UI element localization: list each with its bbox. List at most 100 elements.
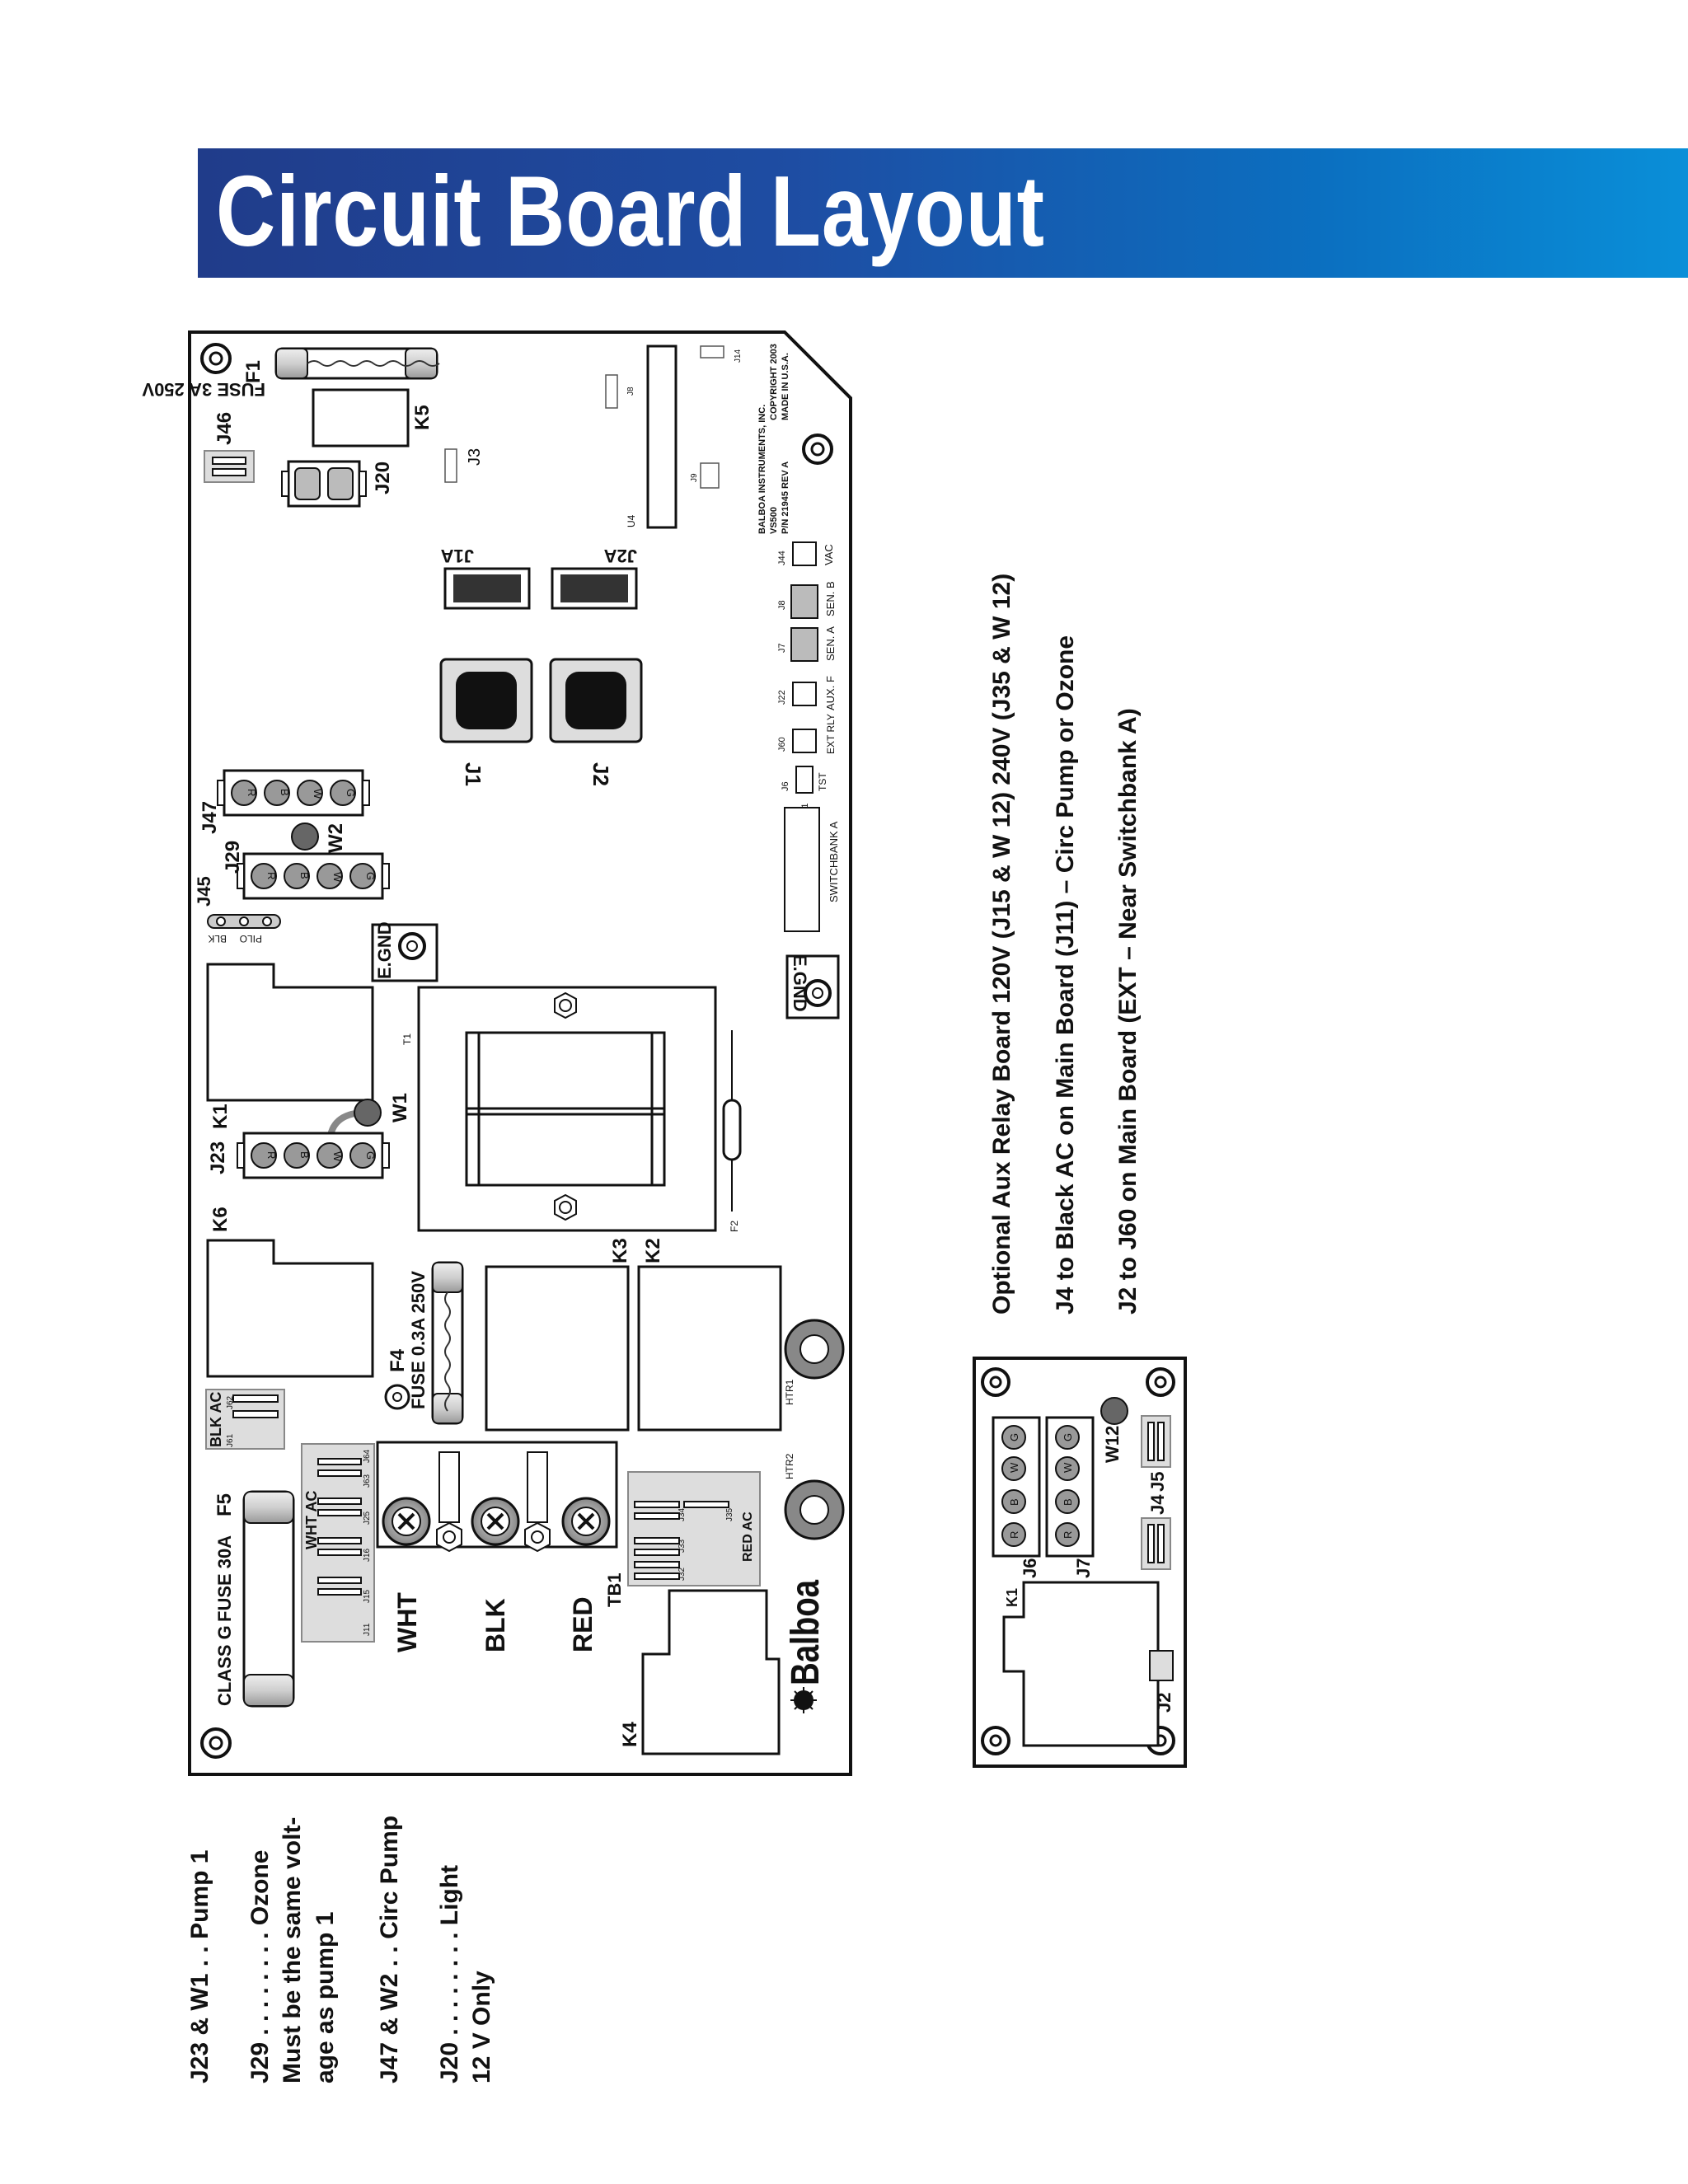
blk-terminal-label: BLK [481,1598,510,1652]
legend-j20: J20 . . . . . . . . Light [436,1865,463,2083]
red-term-j34: J34 [678,1507,687,1521]
aux-f-label: AUX. F [824,676,837,710]
aux-j6-pin-w: W [1008,1462,1020,1473]
terminal-block-tb1 [376,1441,618,1553]
red-terminal-label: RED [568,1596,598,1652]
aux-connector-j6 [992,1416,1041,1558]
page-title: Circuit Board Layout [216,155,1045,267]
f4-label: F4 [387,1348,409,1372]
f1-label: F1 [242,360,265,383]
k2-label: K2 [642,1238,664,1263]
aux-relay-k1 [1002,1581,1160,1747]
switchbank-a [784,807,820,932]
aux-connector-j2 [1149,1650,1174,1681]
ext-rly-label: EXT RLY [825,714,837,754]
relay-k2 [637,1265,782,1432]
balboa-brand: Balboa [784,1579,828,1685]
wht-term-j15: J15 [363,1589,372,1603]
connector-j8 [790,584,818,619]
j8-small-label: J8 [626,387,635,396]
k5-label: K5 [411,405,434,430]
balboa-info-line1: BALBOA INSTRUMENTS, INC. [757,405,767,534]
blk-ac-block [205,1389,285,1450]
aux-j7-pin-r: R [1062,1531,1074,1539]
sen-b-label: SEN. B [824,581,837,616]
connector-j3 [444,448,457,483]
mounting-hole [200,343,232,374]
balboa-info-line3: P/N 21945 REV A [781,462,790,534]
wht-term-j64: J64 [363,1449,372,1463]
red-ac-label: RED AC [741,1511,755,1562]
aux-j6-pin-g: G [1008,1433,1020,1441]
aux-j6-label: J6 [1020,1558,1040,1578]
red-term-j32: J32 [678,1567,687,1581]
fuse-f4 [431,1261,464,1425]
fuse-f1 [274,347,440,380]
w1-label: W1 [389,1093,411,1122]
blk-ac-label: BLK AC [208,1392,224,1447]
aux-board: G W B R J6 G W B R J7 W12 J5 [973,1357,1187,1768]
j47-pin-g: G [345,789,357,797]
u4-label: U4 [626,514,637,527]
fuse-f5-label: FUSE 30A [214,1535,235,1622]
connector-j20 [281,460,367,508]
jack-j1 [439,658,533,743]
legend-j23: J23 & W1 . . Pump 1 [186,1850,213,2083]
egnd-right [785,954,840,1019]
aux-j6-pin-r: R [1008,1531,1020,1539]
terminal-w1 [354,1099,382,1127]
aux-connector-j7 [1045,1416,1095,1558]
egnd-left [371,923,438,982]
balboa-info-line2: VS500 [769,507,779,534]
wht-ac-label: WHT AC [303,1491,320,1549]
note-j4: J4 to Black AC on Main Board (J11) – Cir… [1052,635,1079,1315]
egnd-right-label: E.GND [790,954,810,1012]
terminal-w2 [291,823,319,851]
j47-pin-b: B [279,789,291,796]
mounting-hole [200,1727,232,1759]
connector-j60 [792,729,817,753]
w2-label: W2 [325,823,347,853]
aux-w12-label: W12 [1102,1426,1123,1463]
j29-pin-w: W [331,872,344,883]
relay-k3 [485,1265,630,1432]
k6-label: K6 [209,1207,232,1232]
mounting-hole [802,434,833,465]
j44-label: J44 [777,551,787,565]
fuse-f5 [242,1490,295,1708]
sen-a-label: SEN. A [824,626,837,661]
title-banner: Circuit Board Layout [198,148,1688,278]
j47-pin-r: R [246,789,258,796]
tb1-label: TB1 [604,1572,625,1607]
switchbank-label: SWITCHBANK A [828,821,840,902]
relay-k5 [312,388,410,448]
fuse-f4-label: FUSE 0.3A 250V [408,1271,429,1409]
j1-label: J1 [461,762,485,786]
aux-j4-label: J4 [1147,1494,1168,1515]
tst-label: TST [817,772,828,791]
mounting-hole [981,1367,1010,1397]
j29-pin-g: G [364,872,377,880]
f5-label: F5 [213,1493,236,1516]
j23-pin-g: G [364,1151,377,1160]
main-board: F1 FUSE 3A 250V K5 J46 J20 J3 J8 J9 J14 [142,330,852,1776]
j29-pin-r: R [265,872,278,879]
connector-j23 [237,1132,390,1179]
legend-j29-note2: age as pump 1 [312,1912,339,2083]
connector-j2a [551,567,638,610]
j14-label: J14 [734,349,743,363]
k4-label: K4 [619,1722,641,1747]
connector-j6 [795,766,814,794]
j29-label: J29 [222,841,244,874]
j2-label: J2 [588,762,613,786]
terminal-htr1 [784,1319,845,1380]
balboa-logo: Balboa [784,1579,828,1713]
red-term-j33: J33 [678,1539,687,1553]
connector-j14 [700,345,724,359]
connector-j46 [204,450,255,483]
aux-connector-j5 [1141,1415,1171,1468]
legend-j29: J29 . . . . . . . . Ozone [246,1850,274,2083]
note-optional-aux: Optional Aux Relay Board 120V (J15 & W 1… [988,574,1015,1315]
vac-label: VAC [823,544,835,565]
